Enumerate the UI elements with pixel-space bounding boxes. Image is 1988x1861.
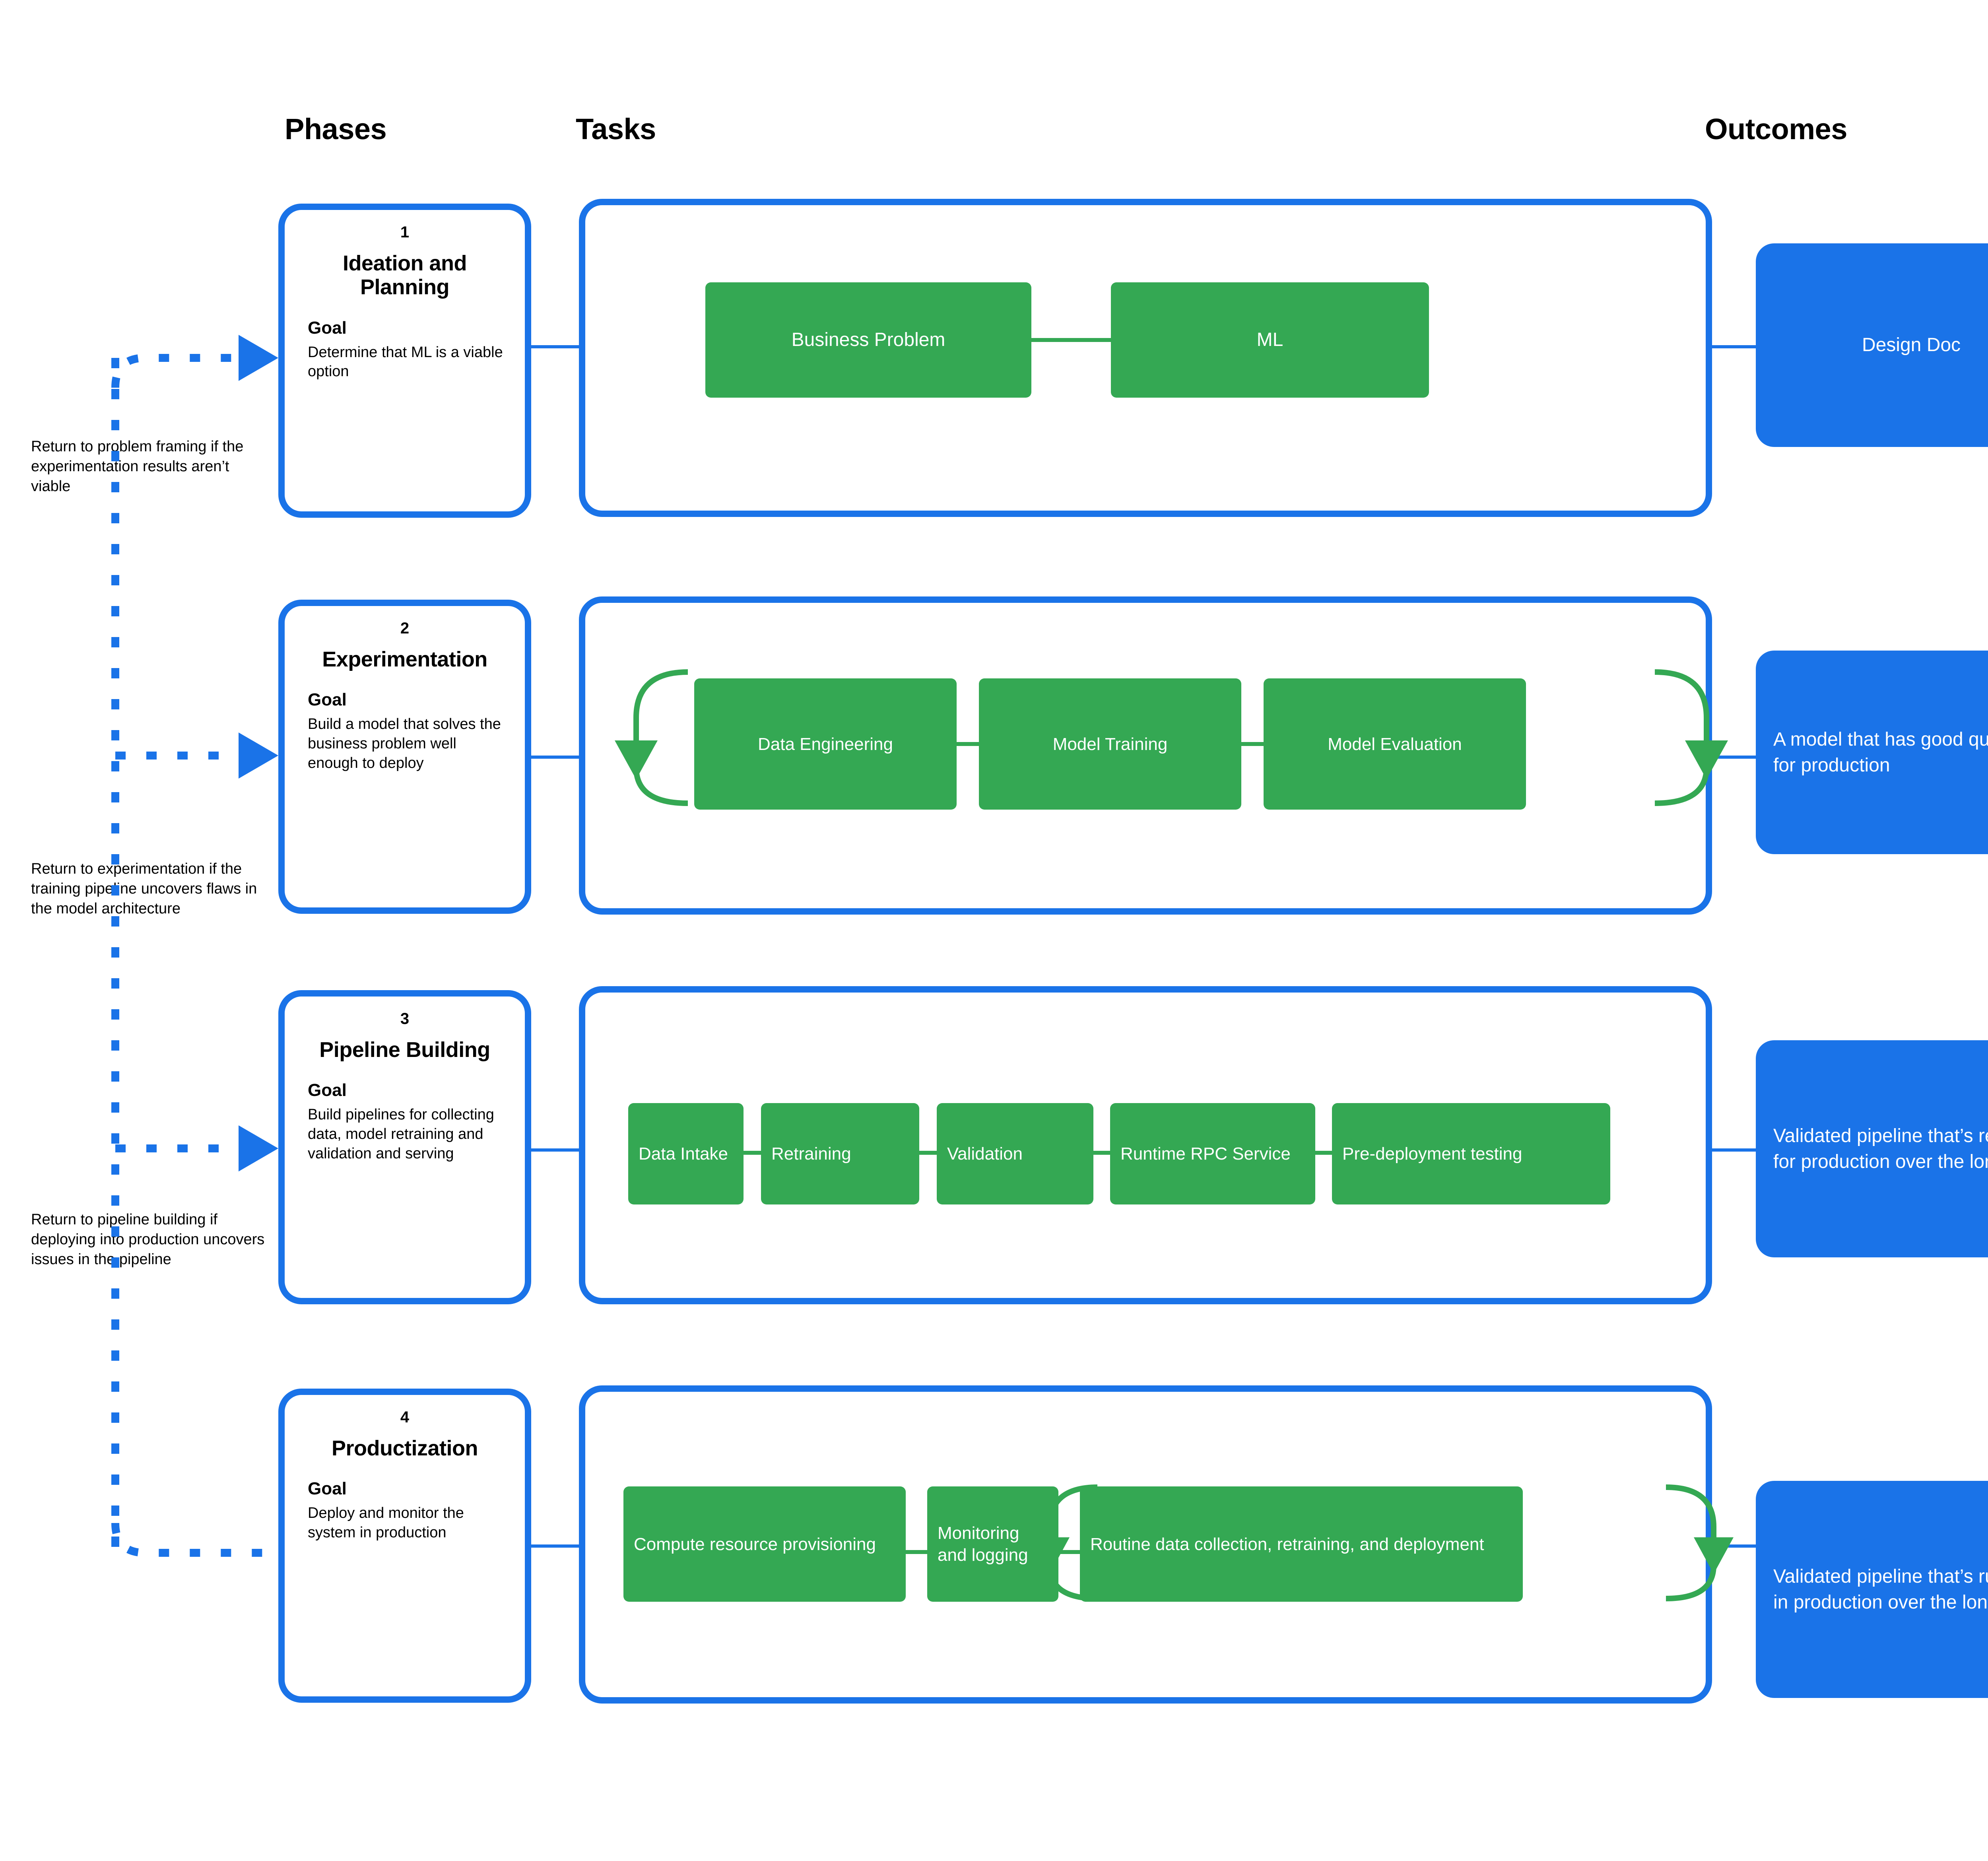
phase-number: 3 — [400, 1010, 410, 1028]
tasks-container-1: Business Problem ML — [579, 199, 1712, 517]
task-box-runtime-rpc-service[interactable]: Runtime RPC Service — [1110, 1103, 1315, 1204]
task-box-data-intake[interactable]: Data Intake — [628, 1103, 744, 1204]
goal-label: Goal — [308, 318, 347, 338]
task-link-2a — [957, 742, 979, 746]
goal-text: Build pipelines for collecting data, mod… — [308, 1106, 494, 1162]
feedback-note-3: Return to pipeline building if deploying… — [31, 1211, 265, 1268]
connector-tasks4-outcome — [1712, 1544, 1757, 1548]
task-link-3a — [744, 1151, 761, 1155]
feedback-elbow-from-phase4 — [111, 1523, 278, 1557]
phase-goal: Goal Deploy and monitor the system in pr… — [300, 1478, 510, 1542]
task-box-routine-data-collection[interactable]: Routine data collection, retraining, and… — [1080, 1486, 1523, 1602]
phase-goal: Goal Build a model that solves the busin… — [300, 690, 510, 773]
task-box-retraining[interactable]: Retraining — [761, 1103, 919, 1204]
connector-phase3-tasks — [531, 1148, 580, 1152]
phase-number: 2 — [400, 620, 410, 637]
task-box-data-engineering[interactable]: Data Engineering — [694, 678, 957, 810]
phase-title: Pipeline Building — [319, 1038, 490, 1062]
tasks-container-3: Data Intake Retraining Validation Runtim… — [579, 986, 1712, 1304]
task-box-validation[interactable]: Validation — [937, 1103, 1093, 1204]
task-box-monitoring-and-logging[interactable]: Monitoring and logging — [927, 1486, 1058, 1602]
task-box-pre-deployment-testing[interactable]: Pre-deployment testing — [1332, 1103, 1610, 1204]
connector-tasks2-outcome — [1712, 756, 1757, 759]
connector-phase2-tasks — [531, 756, 580, 759]
task-link-2b — [1241, 742, 1264, 746]
feedback-note-2: Return to experimentation if the trainin… — [31, 861, 257, 917]
task-box-model-training[interactable]: Model Training — [979, 678, 1241, 810]
phase-title: Ideation and Planning — [342, 251, 467, 299]
connector-tasks1-outcome — [1712, 345, 1757, 348]
feedback-arrowhead-phase3 — [239, 1125, 278, 1171]
phase-card-2[interactable]: 2 Experimentation Goal Build a model tha… — [278, 600, 531, 914]
outcome-box-1[interactable]: Design Doc — [1756, 243, 1988, 447]
goal-text: Deploy and monitor the system in product… — [308, 1505, 464, 1541]
phase-goal: Goal Determine that ML is a viable optio… — [300, 318, 510, 381]
goal-text: Determine that ML is a viable option — [308, 344, 503, 380]
task-link-3c — [1093, 1151, 1110, 1155]
feedback-branch-to-phase1 — [111, 354, 241, 388]
task-box-ml[interactable]: ML — [1111, 282, 1429, 398]
phase-card-4[interactable]: 4 Productization Goal Deploy and monitor… — [278, 1389, 531, 1703]
task-link-4b — [1058, 1550, 1080, 1554]
goal-text: Build a model that solves the business p… — [308, 716, 501, 771]
goal-label: Goal — [308, 1479, 347, 1499]
feedback-arrowhead-phase2 — [239, 732, 278, 779]
task-link-3d — [1315, 1151, 1332, 1155]
phase-number: 1 — [400, 223, 410, 241]
task-box-model-evaluation[interactable]: Model Evaluation — [1264, 678, 1526, 810]
outcome-box-3[interactable]: Validated pipeline that’s ready for prod… — [1756, 1040, 1988, 1257]
phase-goal: Goal Build pipelines for collecting data… — [300, 1080, 510, 1163]
feedback-arrowhead-phase1 — [239, 335, 278, 381]
task-box-business-problem[interactable]: Business Problem — [705, 282, 1031, 398]
connector-tasks3-outcome — [1712, 1148, 1757, 1152]
connector-phase4-tasks — [531, 1544, 580, 1548]
tasks-container-2: Data Engineering Model Training Model Ev… — [579, 596, 1712, 915]
connector-phase1-tasks — [531, 345, 580, 348]
phase-title: Experimentation — [322, 647, 487, 671]
tasks-container-4: Compute resource provisioning Monitoring… — [579, 1385, 1712, 1704]
goal-label: Goal — [308, 1080, 347, 1100]
column-header-tasks: Tasks — [576, 113, 656, 146]
task-box-compute-resource-provisioning[interactable]: Compute resource provisioning — [623, 1486, 906, 1602]
column-header-phases: Phases — [285, 113, 387, 146]
task-link-1 — [1031, 338, 1111, 342]
phase-number: 4 — [400, 1408, 410, 1426]
phase-card-3[interactable]: 3 Pipeline Building Goal Build pipelines… — [278, 990, 531, 1304]
phase-title: Productization — [332, 1436, 478, 1460]
outcome-box-2[interactable]: A model that has good quality for produc… — [1756, 651, 1988, 854]
task-link-3b — [919, 1151, 937, 1155]
outcome-box-4[interactable]: Validated pipeline that’s running in pro… — [1756, 1481, 1988, 1698]
phase-card-1[interactable]: 1 Ideation and Planning Goal Determine t… — [278, 204, 531, 518]
column-header-outcomes: Outcomes — [1705, 113, 1847, 146]
feedback-note-1: Return to problem framing if the experim… — [31, 438, 244, 495]
goal-label: Goal — [308, 690, 347, 710]
task-link-4a — [906, 1550, 927, 1554]
